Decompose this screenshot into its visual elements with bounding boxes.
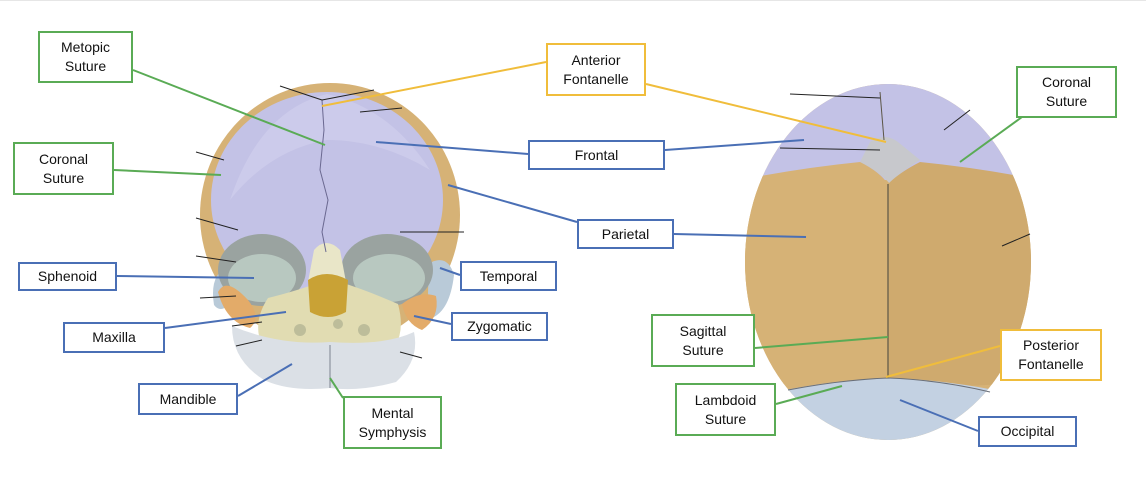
leader-lambdoid-suture <box>775 385 843 405</box>
front-orbit-left-inner <box>228 254 296 302</box>
top-lambdoid-suture-line <box>787 377 991 393</box>
front-metopic-suture-line <box>319 99 329 253</box>
leader-mental-symphysis <box>329 377 344 399</box>
front-tooth-bud-3 <box>358 324 370 336</box>
top-border <box>0 0 1146 1</box>
leader-occipital <box>899 399 979 432</box>
label-occipital: Occipital <box>978 416 1077 447</box>
front-zygomatic-right <box>402 294 437 330</box>
label-anterior-fontanelle: Anterior Fontanelle <box>546 43 646 96</box>
top-parietal-left <box>745 162 888 387</box>
leader-coronal-suture-top <box>959 116 1023 163</box>
front-view-skull <box>195 83 464 390</box>
label-mandible: Mandible <box>138 383 238 415</box>
leader-mandible <box>237 363 293 397</box>
leader-parietal-front <box>447 184 578 223</box>
leader-coronal-suture-front <box>113 169 222 176</box>
leader-parietal-top <box>673 233 807 238</box>
top-anterior-fontanelle <box>860 137 920 184</box>
leader-sagittal-suture <box>754 336 889 349</box>
label-mental-symphysis: Mental Symphysis <box>343 396 442 449</box>
front-orbit-right-inner <box>353 254 425 302</box>
label-posterior-fontanelle: Posterior Fontanelle <box>1000 329 1102 381</box>
leader-anterior-fontanelle-top <box>645 83 887 143</box>
label-metopic-suture: Metopic Suture <box>38 31 133 83</box>
front-tooth-bud-1 <box>294 324 306 336</box>
front-nasal-cavity <box>308 274 348 317</box>
leader-sphenoid <box>116 275 255 279</box>
leader-temporal <box>439 267 461 276</box>
leader-lines <box>113 61 1023 432</box>
front-frontal-shading <box>230 94 430 200</box>
leader-maxilla <box>164 311 287 329</box>
top-metopic-line <box>879 91 885 141</box>
label-parietal: Parietal <box>577 219 674 249</box>
label-coronal-suture-top: Coronal Suture <box>1016 66 1117 118</box>
leader-metopic-suture <box>132 69 326 146</box>
label-coronal-suture-front: Coronal Suture <box>13 142 114 195</box>
label-frontal: Frontal <box>528 140 665 170</box>
label-maxilla: Maxilla <box>63 322 165 353</box>
label-zygomatic: Zygomatic <box>451 312 548 341</box>
label-sphenoid: Sphenoid <box>18 262 117 291</box>
label-temporal: Temporal <box>460 261 557 291</box>
leader-zygomatic <box>413 315 452 325</box>
leader-anterior-fontanelle-front <box>321 61 547 107</box>
label-sagittal-suture: Sagittal Suture <box>651 314 755 367</box>
leader-frontal-top <box>664 139 805 151</box>
leader-posterior-fontanelle <box>885 345 1001 378</box>
leader-frontal-front <box>375 141 529 155</box>
label-lambdoid-suture: Lambdoid Suture <box>675 383 776 436</box>
front-tooth-bud-2 <box>333 319 343 329</box>
